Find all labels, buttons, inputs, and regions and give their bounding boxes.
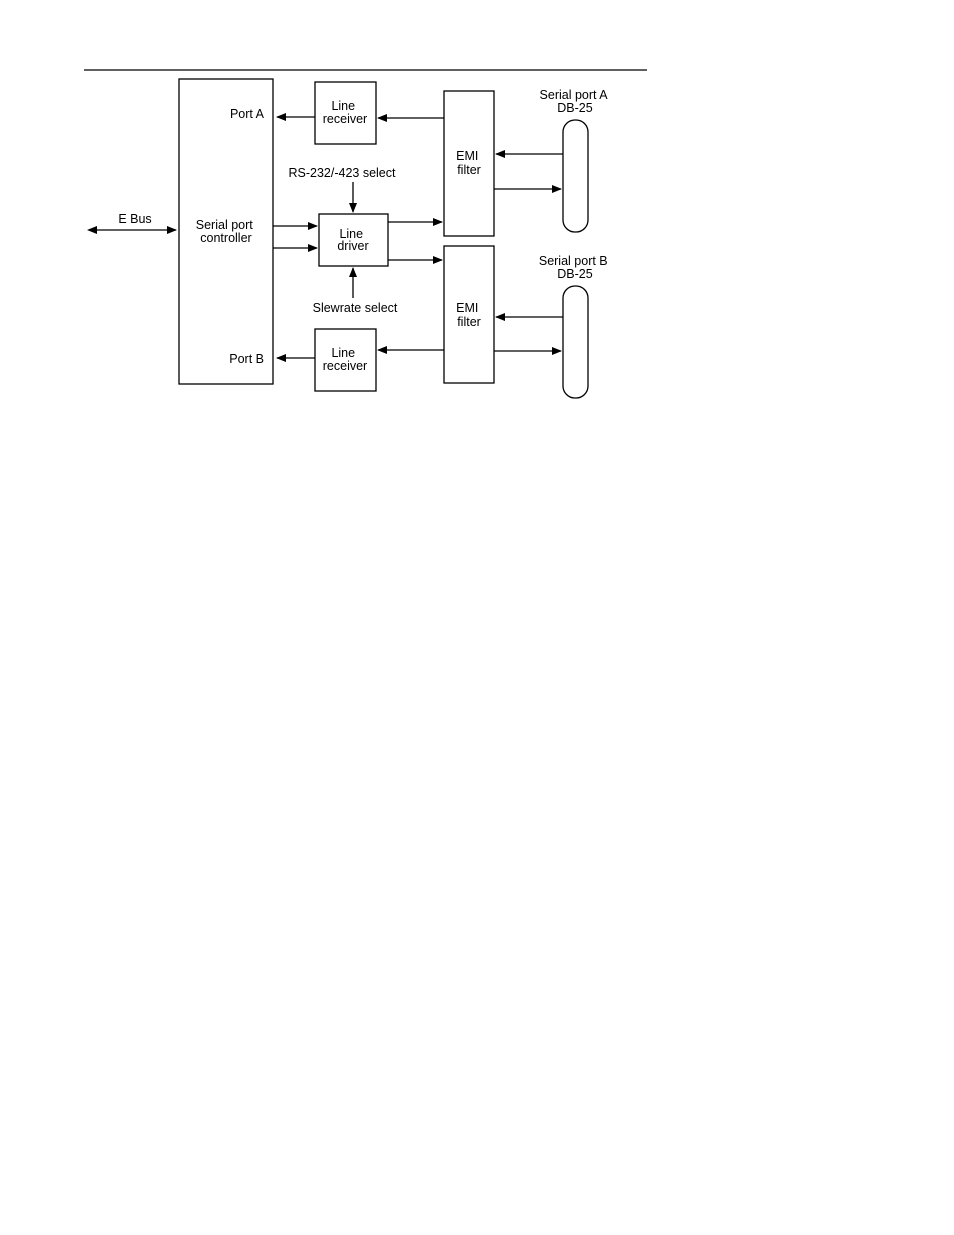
line-receiver-b-box — [314, 328, 377, 392]
line-receiver-a-line1: Line — [331, 99, 355, 113]
db25-connector-b — [562, 285, 589, 399]
emi-filter-b-line2: filter — [457, 315, 481, 329]
db25-connector-a — [562, 119, 589, 233]
emi-filter-a-line1: EMI — [456, 149, 478, 163]
line-receiver-b-label: Line receiver — [323, 346, 367, 373]
serial-port-controller-line2: controller — [200, 231, 251, 245]
emi-filter-a-label: EMI filter — [456, 149, 482, 177]
emi-filter-a-box — [443, 90, 495, 237]
serial-port-controller-box — [178, 78, 274, 385]
emi-filter-b-label: EMI filter — [456, 301, 482, 329]
serial-port-b-line2: DB-25 — [557, 267, 592, 281]
emi-filter-b-box — [443, 245, 495, 384]
line-receiver-a-box — [314, 81, 377, 145]
serial-port-a-line1: Serial port A — [540, 88, 609, 102]
port-a-label: Port A — [230, 107, 265, 121]
line-driver-line1: Line — [339, 227, 363, 241]
emi-filter-b-line1: EMI — [456, 301, 478, 315]
serial-port-a-label: Serial port A DB-25 — [540, 88, 611, 115]
serial-port-b-label: Serial port B DB-25 — [539, 254, 611, 281]
emi-filter-a-line2: filter — [457, 163, 481, 177]
port-b-label: Port B — [229, 352, 264, 366]
line-driver-box — [318, 213, 389, 267]
serial-port-b-line1: Serial port B — [539, 254, 608, 268]
slewrate-select-label: Slewrate select — [313, 301, 398, 315]
rs-select-label: RS-232/-423 select — [288, 166, 396, 180]
line-driver-line2: driver — [337, 239, 368, 253]
line-receiver-a-line2: receiver — [323, 112, 367, 126]
ebus-label: E Bus — [118, 212, 151, 226]
serial-port-controller-label: Serial port controller — [196, 218, 256, 245]
line-receiver-b-line1: Line — [331, 346, 355, 360]
serial-port-controller-line1: Serial port — [196, 218, 253, 232]
line-driver-label: Line driver — [337, 227, 368, 253]
serial-port-a-line2: DB-25 — [557, 101, 592, 115]
line-receiver-b-line2: receiver — [323, 359, 367, 373]
line-receiver-a-label: Line receiver — [323, 99, 367, 126]
